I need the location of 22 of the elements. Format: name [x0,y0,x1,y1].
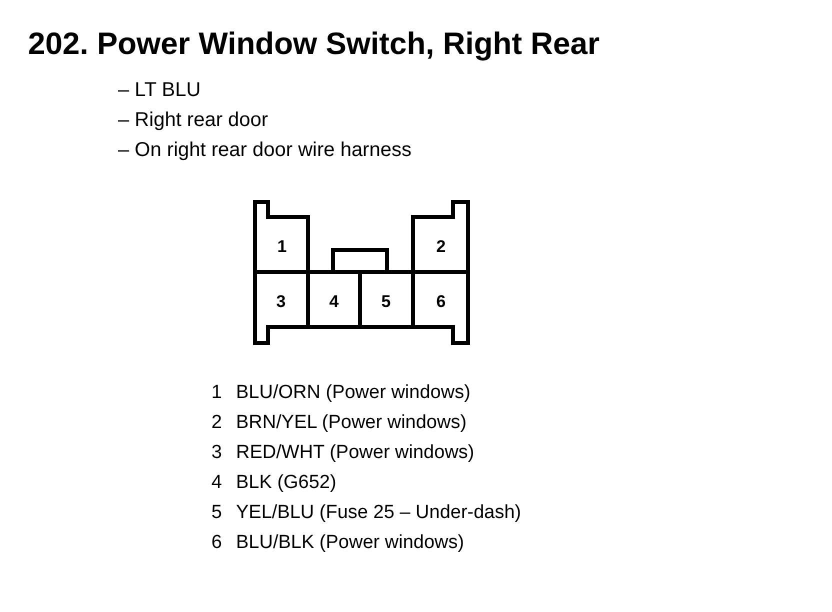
pin-number: 2 [210,413,222,432]
pin-number: 6 [435,293,447,310]
pin-number: 5 [210,503,222,522]
wire-description: BLU/BLK (Power windows) [236,533,464,552]
pin-number: 6 [210,533,222,552]
pin-number: 1 [210,383,222,402]
wire-description: BLU/ORN (Power windows) [236,383,470,402]
heading: 202. Power Window Switch, Right Rear [28,28,600,59]
pin-number: 5 [380,293,392,310]
wire-description: YEL/BLU (Fuse 25 – Under-dash) [236,503,522,522]
pin-number: 4 [210,473,222,492]
wire-description: RED/WHT (Power windows) [236,443,474,462]
pin-number: 3 [275,293,287,310]
wire-description: BLK (G652) [236,473,336,492]
description-line: – On right rear door wire harness [118,140,412,160]
pin-number: 2 [435,238,447,255]
description-line: – Right rear door [118,110,268,130]
pin-number: 1 [276,238,288,255]
description-line: – LT BLU [118,80,201,100]
pin-number: 3 [210,443,222,462]
wire-description: BRN/YEL (Power windows) [236,413,467,432]
pin-number: 4 [328,293,340,310]
